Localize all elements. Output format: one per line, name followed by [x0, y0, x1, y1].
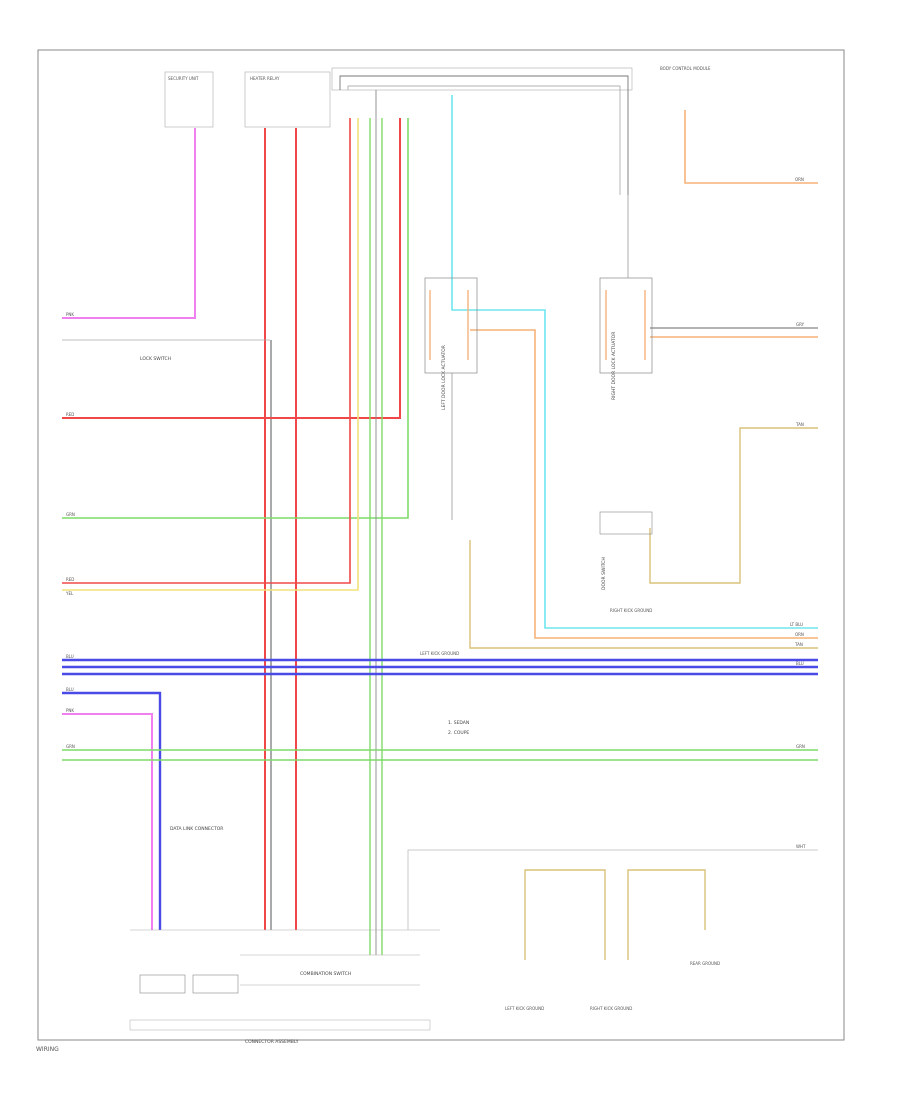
lock-switch: LOCK SWITCH	[62, 339, 270, 362]
right-lower-label: DOOR SWITCH	[601, 557, 607, 590]
wire-tan-bottom-1	[524, 869, 606, 960]
wire-gray-top	[339, 75, 629, 195]
wire-code-cyan: LT BLU	[790, 622, 803, 627]
wire-code-pink-2: PNK	[66, 708, 74, 713]
legend-1: 1. SEDAN	[448, 720, 469, 726]
wire-code-gray-1: GRY	[796, 322, 805, 327]
wire-code-red-2: RED	[66, 577, 74, 582]
wire-green-horizontal	[62, 118, 409, 519]
wire-code-blue-1: BLU	[66, 654, 74, 659]
wire-code-red-1: RED	[66, 412, 74, 417]
top-right-connector: BODY CONTROL MODULE	[331, 66, 711, 91]
wire-orange-top-right	[684, 110, 818, 184]
ground-center-label: LEFT KICK GROUND	[420, 651, 459, 656]
wire-code-blue-3: BLU	[66, 687, 74, 692]
top-center-connector: HEATER RELAY	[244, 71, 331, 128]
ground-right-label: RIGHT KICK GROUND	[610, 608, 652, 613]
bottom-ground-1: LEFT KICK GROUND	[505, 1006, 544, 1011]
legend-2: 2. COUPE	[448, 730, 469, 736]
wire-code-orange-2: ORN	[795, 177, 804, 182]
top-left-label: SECURITY UNIT	[168, 76, 199, 81]
wire-tan-right	[649, 427, 818, 584]
top-center-label: HEATER RELAY	[250, 76, 280, 81]
wire-gray-top-2	[347, 85, 621, 195]
wire-code-pink-1: PNK	[66, 312, 74, 317]
wire-red-horizontal	[62, 118, 401, 419]
wire-code-blue-2: BLU	[796, 661, 804, 666]
top-left-connector: SECURITY UNIT	[164, 71, 214, 128]
wire-red-low	[62, 118, 351, 584]
wire-cyan	[451, 95, 818, 629]
wire-pink-top	[62, 128, 196, 319]
bottom-connector-bar: COMBINATION SWITCH CONNECTOR ASSEMBLY	[129, 929, 440, 1045]
page-footer: WIRING	[36, 1046, 59, 1053]
bottom-bar-label: CONNECTOR ASSEMBLY	[245, 1039, 299, 1045]
wire-code-tan-2: TAN	[795, 422, 804, 427]
diagram-frame	[37, 49, 845, 1041]
wire-code-white: WHT	[796, 844, 806, 849]
data-link-connector: DATA LINK CONNECTOR	[170, 826, 223, 832]
lock-switch-label: LOCK SWITCH	[140, 356, 171, 362]
right-module: RIGHT DOOR LOCK ACTUATOR	[599, 277, 653, 400]
wire-tan-1	[469, 540, 818, 649]
wire-code-green-3: GRN	[796, 744, 805, 749]
wire-yellow-low	[62, 118, 359, 591]
wire-code-yellow-1: YEL	[65, 591, 74, 596]
wire-orange-1	[470, 329, 818, 639]
top-right-label: BODY CONTROL MODULE	[660, 66, 711, 71]
bottom-ground-2: RIGHT KICK GROUND	[590, 1006, 632, 1011]
wire-code-green-1: GRN	[66, 512, 75, 517]
center-module: LEFT DOOR LOCK ACTUATOR	[424, 277, 478, 410]
right-lower-module: DOOR SWITCH	[599, 511, 653, 590]
center-module-label: LEFT DOOR LOCK ACTUATOR	[441, 345, 447, 410]
right-module-label: RIGHT DOOR LOCK ACTUATOR	[611, 332, 617, 400]
wire-code-green-2: GRN	[66, 744, 75, 749]
bottom-ground-3: REAR GROUND	[690, 961, 720, 966]
bottom-block-label: COMBINATION SWITCH	[300, 971, 351, 977]
wire-gray-bottom	[407, 849, 818, 930]
wire-pink-lower	[62, 713, 153, 930]
wire-code-tan-1: TAN	[794, 642, 803, 647]
wire-code-orange-1: ORN	[795, 632, 804, 637]
wire-blue-lower	[62, 691, 162, 930]
wire-tan-bottom-2	[627, 869, 706, 960]
dlc-label: DATA LINK CONNECTOR	[170, 826, 223, 832]
